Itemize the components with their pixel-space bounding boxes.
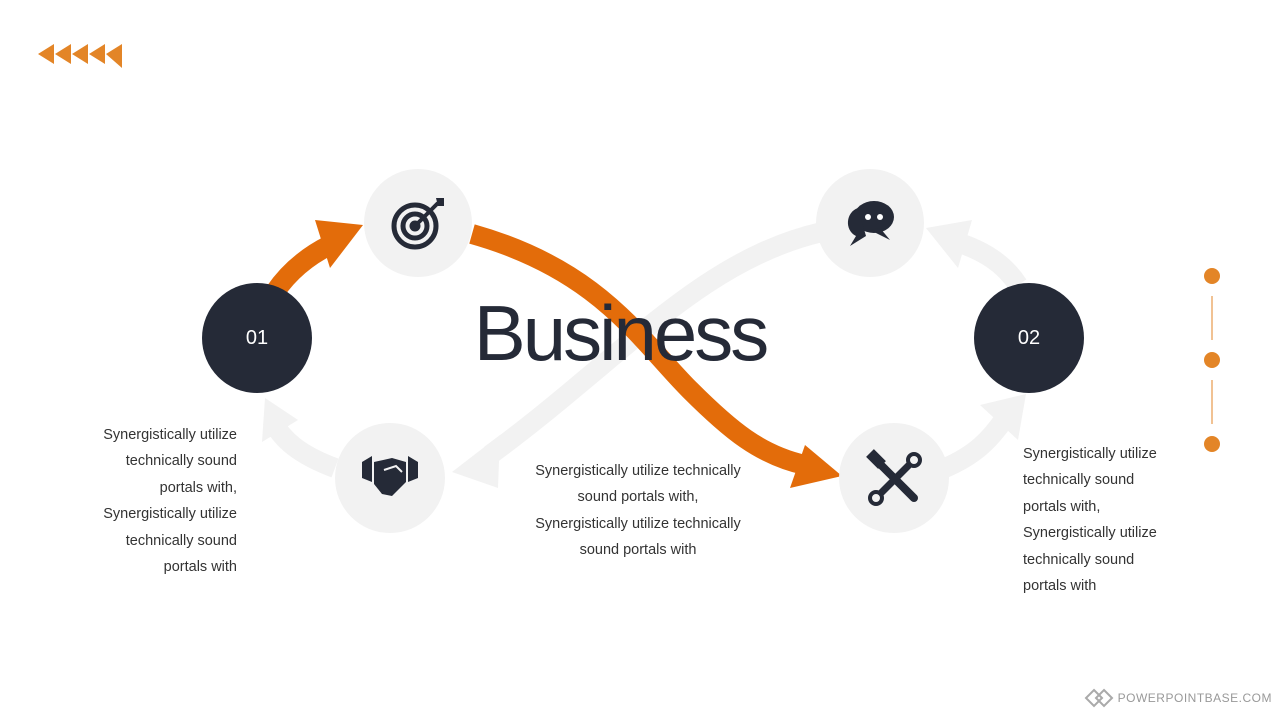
watermark-text: POWERPOINTBASE.COM (1117, 691, 1272, 705)
orange-arrowheads (315, 220, 842, 488)
text-line: sound portals with, (577, 489, 699, 506)
center-description: Synergistically utilize technically sound… (508, 458, 768, 564)
step-badge-01: 01 (202, 283, 312, 393)
text-line: Synergistically utilize technically (535, 515, 741, 532)
step-badge-02: 02 (974, 283, 1084, 393)
text-line: technically sound (1023, 472, 1135, 489)
text-line: portals with, (159, 479, 237, 496)
text-line: Synergistically utilize (103, 506, 237, 523)
right-description: Synergistically utilize technically sound… (1023, 441, 1157, 599)
text-line: Synergistically utilize (103, 427, 237, 443)
left-description: Synergistically utilize technically sound… (103, 422, 237, 580)
gray-arrowheads (262, 220, 1026, 488)
text-line: technically sound (125, 453, 237, 470)
text-line: technically sound (1023, 551, 1135, 568)
handshake-icon (362, 456, 418, 496)
text-line: Synergistically utilize (1023, 446, 1157, 462)
target-icon (391, 198, 444, 250)
page-title: Business (473, 289, 770, 377)
pagination-dots (1204, 268, 1220, 452)
text-line: portals with, (1023, 498, 1101, 515)
back-arrows-icon (38, 44, 122, 68)
text-line: Synergistically utilize technically (535, 463, 741, 479)
text-line: technically sound (125, 532, 237, 549)
logo-icon (1084, 688, 1114, 708)
text-line: Synergistically utilize (1023, 525, 1157, 542)
text-line: sound portals with (579, 542, 697, 559)
tools-icon (866, 449, 922, 506)
text-line: portals with (1023, 578, 1097, 595)
watermark: POWERPOINTBASE.COM (1084, 688, 1272, 708)
text-line: portals with (163, 559, 237, 576)
chat-icon (847, 201, 894, 246)
